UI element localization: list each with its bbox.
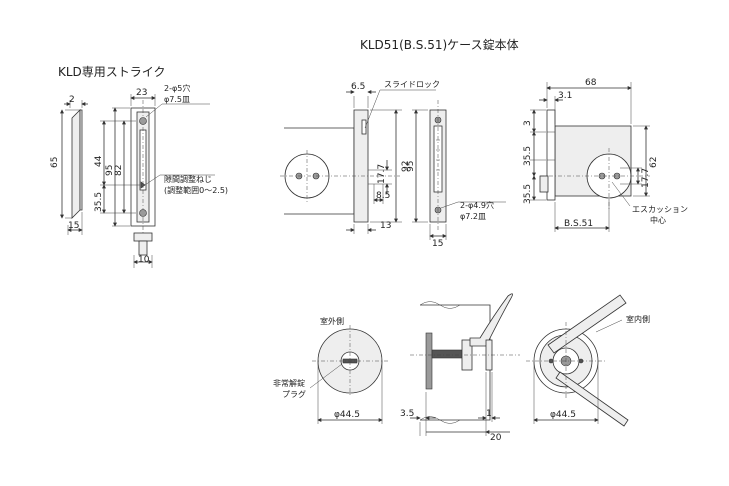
face-note-countersink: φ7.2皿: [460, 212, 486, 221]
outdoor-label: 室外側: [320, 316, 344, 326]
strike-dim-15: 15: [68, 221, 79, 231]
strike-dim-35-5: 35.5: [94, 192, 104, 212]
side-dim-62: 62: [649, 157, 659, 168]
case-front-view: [280, 89, 436, 234]
strike-side-view: [60, 100, 88, 235]
lever-side-view: [410, 293, 520, 436]
face-dim-95: 95: [406, 161, 416, 172]
lever-dim-20: 20: [490, 433, 502, 443]
strike-dim-82: 82: [114, 165, 124, 176]
outdoor-dim-dia: φ44.5: [334, 410, 360, 420]
side-note-center: 中心: [650, 215, 666, 225]
face-dim-15: 15: [432, 239, 443, 249]
case-face-view: [412, 100, 506, 240]
side-dim-35-5-lower: 35.5: [523, 184, 533, 204]
case-side-view: [530, 82, 650, 232]
case-lock-title: KLD51(B.S.51)ケース錠本体: [360, 37, 519, 52]
case-dim-8-5: 8.5: [376, 191, 390, 201]
case-dim-6-5: 6.5: [351, 82, 365, 92]
emergency-plug-label-2: プラグ: [282, 389, 306, 399]
strike-dim-44: 44: [94, 155, 104, 167]
indoor-label: 室内側: [626, 314, 650, 324]
lever-dim-1: 1: [486, 409, 492, 419]
strike-dim-2: 2: [69, 95, 75, 105]
strike-note-holes: 2-φ5穴: [164, 83, 190, 93]
strike-note-adjust: 隙間調整ねじ: [164, 174, 212, 184]
side-dim-backset: B.S.51: [564, 219, 593, 229]
case-note-slide-lock: スライドロック: [384, 80, 440, 89]
strike-title: KLD専用ストライク: [58, 65, 166, 79]
strike-dim-95: 95: [105, 165, 115, 176]
strike-dim-23: 23: [136, 88, 147, 98]
side-dim-3-1: 3.1: [558, 91, 572, 101]
strike-dim-10: 10: [138, 255, 150, 265]
outdoor-escutcheon-view: [309, 325, 388, 424]
strike-front-view: [100, 94, 215, 268]
case-dim-92: 92: [401, 161, 411, 172]
strike-dim-65: 65: [50, 157, 60, 168]
side-dim-35-5-upper: 35.5: [523, 146, 533, 166]
side-dim-17-7: 17.7: [641, 168, 651, 188]
strike-note-countersink: φ7.5皿: [164, 95, 190, 104]
strike-note-adjust-range: (調整範囲0〜2.5): [164, 185, 228, 195]
case-dim-17-7: 17.7: [377, 164, 387, 184]
indoor-escutcheon-view: [526, 294, 629, 427]
case-dim-13: 13: [380, 221, 391, 231]
lever-dim-3-5: 3.5: [400, 409, 414, 419]
side-dim-3: 3: [523, 120, 533, 126]
side-note-escutcheon: エスカッション: [632, 205, 688, 214]
emergency-plug-label: 非常解錠: [273, 378, 305, 388]
face-note-holes: 2-φ4.9穴: [460, 200, 494, 210]
indoor-dim-dia: φ44.5: [550, 410, 576, 420]
side-dim-68: 68: [585, 78, 597, 88]
